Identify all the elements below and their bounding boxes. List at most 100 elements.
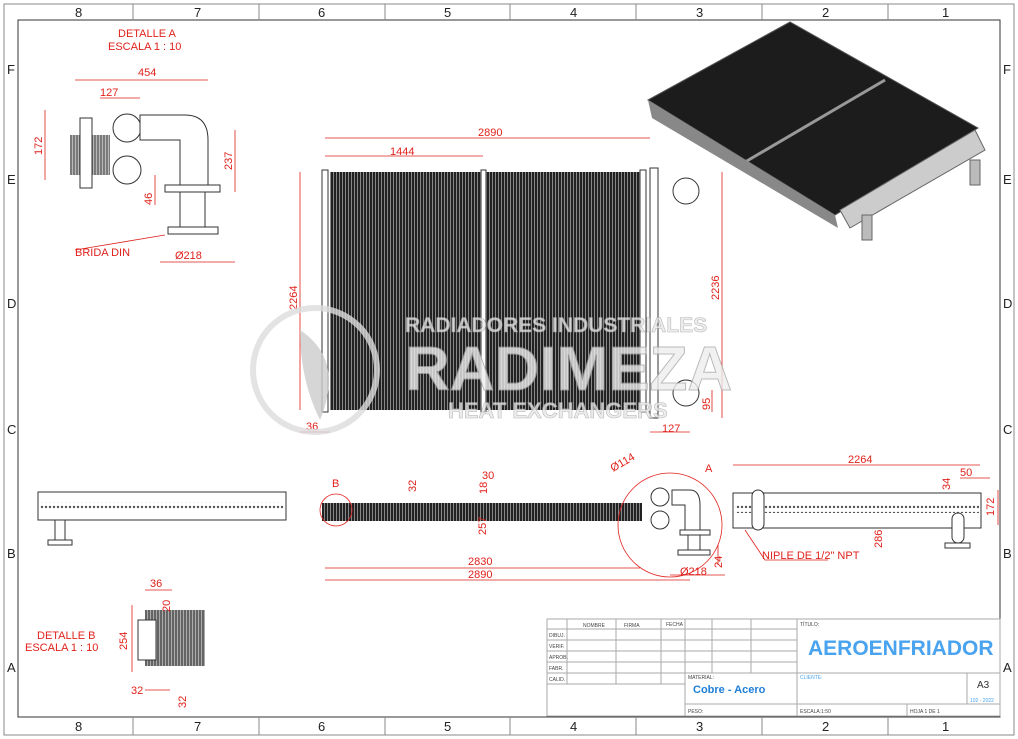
dim-20: 20 [161, 600, 173, 612]
zone-col: 7 [194, 5, 201, 20]
zone-col: 2 [822, 719, 829, 734]
dim-32: 32 [131, 685, 143, 697]
dim-172: 172 [985, 498, 997, 516]
row-verif: VERIF. [549, 644, 565, 650]
dim-2890: 2890 [478, 127, 502, 139]
detail-a-title: DETALLE A [118, 28, 177, 40]
dim-d218: Ø218 [680, 566, 707, 578]
zone-col: 1 [942, 5, 949, 20]
dim-34: 34 [941, 478, 953, 490]
watermark-line3: HEAT EXCHANGERS [448, 398, 668, 423]
zone-col: 4 [570, 719, 577, 734]
niple-callout: NIPLE DE 1/2" NPT [762, 550, 860, 562]
row-fabr: FABR. [549, 666, 563, 672]
detail-b-scale: ESCALA 1 : 10 [25, 642, 98, 654]
zone-row: E [1003, 172, 1012, 187]
front-view: 2890 1444 2264 2236 36 127 95 [288, 127, 723, 435]
detail-b-view: DETALLE B ESCALA 1 : 10 36 20 254 32 32 [25, 578, 205, 708]
detail-b-marker: B [332, 478, 339, 490]
zone-row: D [1003, 296, 1012, 311]
drawing-code: 102 - 2022 [970, 698, 994, 704]
zone-row: A [7, 660, 16, 675]
drawing-title: AEROENFRIADOR [808, 637, 994, 660]
dim-32: 32 [407, 480, 419, 492]
titulo-label: TÍTULO: [800, 621, 819, 628]
zone-col: 6 [318, 719, 325, 734]
row-calid: CALID. [549, 677, 565, 683]
bottom-view: B A 32 30 18 257 2830 2890 Ø114 Ø218 24 [319, 451, 725, 581]
zone-col: 4 [570, 5, 577, 20]
dim-32: 32 [177, 696, 189, 708]
dim-2830: 2830 [468, 556, 492, 568]
dim-1444: 1444 [390, 146, 414, 158]
zone-row: B [1003, 546, 1012, 561]
dim-172: 172 [33, 137, 45, 155]
row-aprob: APROB. [549, 655, 568, 661]
dim-127: 127 [100, 87, 118, 99]
peso-label: PESO: [688, 709, 703, 715]
dim-286: 286 [873, 530, 885, 548]
row-dibuj: DIBUJ. [549, 633, 565, 639]
zone-row: F [7, 62, 15, 77]
top-view [37, 491, 287, 546]
dim-454: 454 [138, 67, 156, 79]
material-label: MATERIAL: [688, 675, 714, 681]
isometric-view [647, 21, 986, 241]
zone-row: C [7, 422, 16, 437]
radimeza-watermark: RADIADORES INDUSTRIALES RADIMEZA HEAT EX… [250, 305, 733, 435]
detail-a-view: DETALLE A ESCALA 1 : 10 454 127 172 237 … [33, 28, 236, 263]
header-nombre: NOMBRE [583, 623, 606, 629]
side-view: 2264 50 34 172 286 NIPLE DE 1/2" NPT [732, 454, 999, 562]
brida-din-callout: BRIDA DIN [75, 247, 130, 259]
dim-2264: 2264 [848, 454, 872, 466]
dim-d114: Ø114 [609, 451, 638, 474]
dim-237: 237 [223, 152, 235, 170]
watermark-brand: RADIMEZA [405, 335, 732, 404]
dim-2236: 2236 [710, 276, 722, 300]
zone-row: B [7, 546, 16, 561]
dim-24: 24 [713, 556, 725, 568]
drawing-frame [3, 3, 1015, 736]
zone-row: D [7, 296, 16, 311]
dim-254: 254 [118, 632, 130, 650]
detail-a-marker: A [705, 463, 713, 475]
zone-col: 3 [696, 5, 703, 20]
title-block [546, 618, 1001, 717]
zone-col: 8 [75, 5, 82, 20]
header-firma: FIRMA [624, 623, 640, 629]
escala-value: ESCALA:1:50 [800, 709, 831, 715]
dim-2264: 2264 [288, 286, 300, 310]
detail-a-scale: ESCALA 1 : 10 [108, 41, 181, 53]
zone-col: 5 [444, 719, 451, 734]
zone-col: 1 [942, 719, 949, 734]
zone-col: 8 [75, 719, 82, 734]
dim-257: 257 [477, 517, 489, 535]
dim-127: 127 [662, 423, 680, 435]
dim-d218: Ø218 [175, 250, 202, 262]
header-fecha: FECHA [666, 622, 684, 628]
hoja-value: HOJA 1 DE 1 [910, 709, 940, 715]
dim-18: 18 [478, 482, 490, 494]
dim-50: 50 [960, 467, 972, 479]
dim-95: 95 [701, 398, 713, 410]
detail-b-title: DETALLE B [37, 630, 96, 642]
zone-row: F [1003, 62, 1011, 77]
dim-46: 46 [143, 193, 155, 205]
zone-row: A [1003, 660, 1012, 675]
title-block-text: NOMBRE FIRMA FECHA DIBUJ. VERIF. APROB. … [549, 621, 994, 715]
zone-row: E [7, 172, 16, 187]
dim-36: 36 [150, 578, 162, 590]
zone-col: 3 [696, 719, 703, 734]
material-value: Cobre - Acero [693, 684, 766, 696]
zone-col: 2 [822, 5, 829, 20]
dim-2890: 2890 [468, 569, 492, 581]
zone-row: C [1003, 422, 1012, 437]
zone-col: 6 [318, 5, 325, 20]
zone-col: 7 [194, 719, 201, 734]
watermark-line1: RADIADORES INDUSTRIALES [405, 314, 707, 337]
dim-30: 30 [482, 470, 494, 482]
sheet-size: A3 [977, 680, 990, 691]
zone-col: 5 [444, 5, 451, 20]
